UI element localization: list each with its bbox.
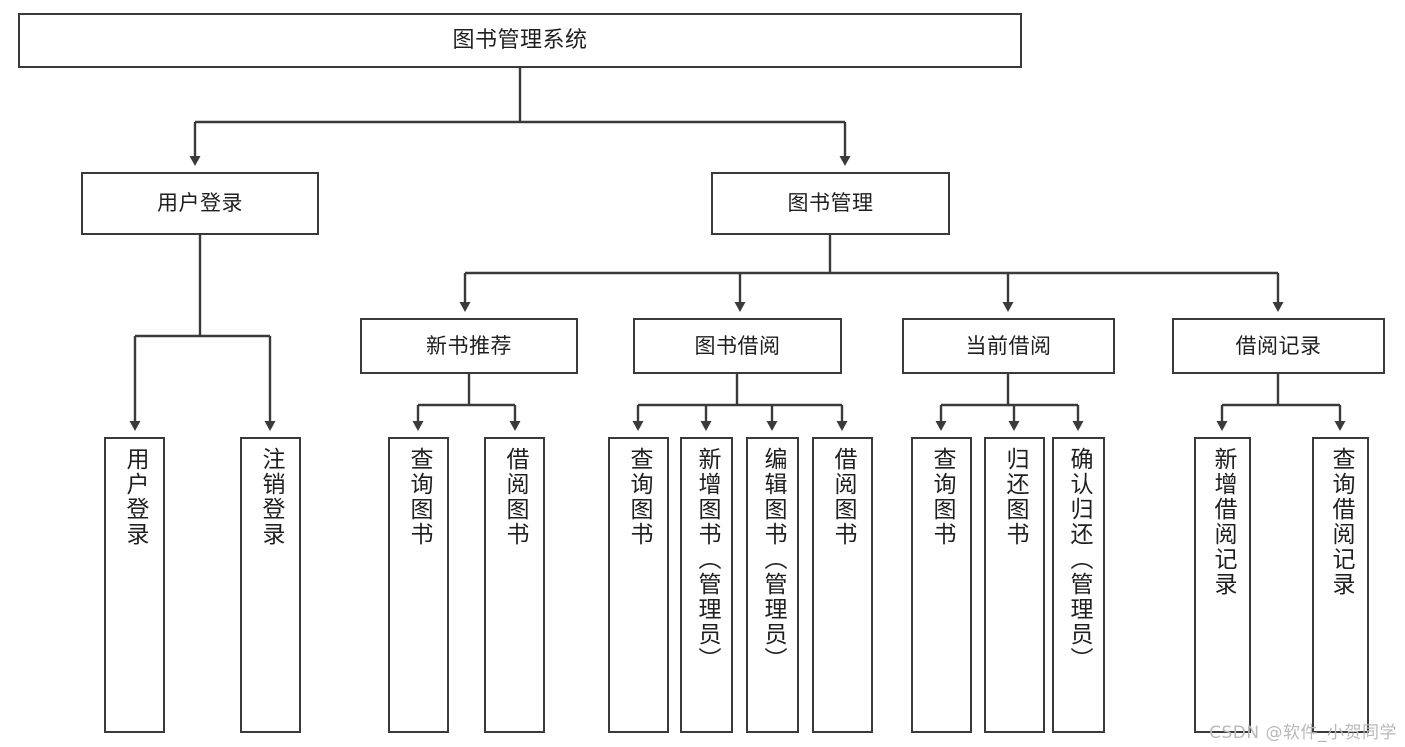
node-leaf-query-book-1-label: 查询图书	[406, 447, 432, 547]
node-book-borrow-label: 图书借阅	[694, 333, 781, 358]
csdn-watermark: CSDN @软件_小贺同学	[1209, 723, 1397, 743]
node-root-label: 图书管理系统	[452, 27, 588, 53]
node-leaf-return-book-label: 归还图书	[1002, 447, 1028, 547]
node-leaf-return-book[interactable]: 归还图书	[984, 437, 1045, 733]
node-leaf-user-login-label: 用户登录	[122, 447, 148, 547]
node-leaf-borrow-book-1[interactable]: 借阅图书	[484, 437, 545, 733]
node-leaf-user-login[interactable]: 用户登录	[104, 437, 165, 733]
node-borrow-record[interactable]: 借阅记录	[1172, 318, 1385, 374]
node-leaf-user-logout[interactable]: 注销登录	[240, 437, 301, 733]
node-leaf-add-record[interactable]: 新增借阅记录	[1194, 437, 1251, 733]
node-current-borrow-label: 当前借阅	[965, 333, 1052, 358]
node-book-borrow[interactable]: 图书借阅	[633, 318, 842, 374]
node-leaf-borrow-book-1-label: 借阅图书	[502, 447, 528, 547]
node-user-login[interactable]: 用户登录	[81, 172, 319, 235]
node-leaf-edit-book[interactable]: 编辑图书（管理员）	[746, 437, 799, 733]
node-new-book-recommend-label: 新书推荐	[426, 333, 512, 358]
node-user-login-label: 用户登录	[157, 191, 243, 216]
node-leaf-query-book-2-label: 查询图书	[626, 447, 652, 547]
node-leaf-query-book-1[interactable]: 查询图书	[388, 437, 449, 733]
node-new-book-recommend[interactable]: 新书推荐	[360, 318, 578, 374]
node-leaf-edit-book-label: 编辑图书（管理员）	[760, 447, 786, 672]
node-leaf-add-book-label: 新增图书（管理员）	[694, 447, 720, 672]
node-book-management[interactable]: 图书管理	[711, 172, 950, 235]
node-leaf-query-book-3-label: 查询图书	[929, 447, 955, 547]
node-leaf-confirm-return[interactable]: 确认归还（管理员）	[1052, 437, 1105, 733]
node-leaf-add-record-label: 新增借阅记录	[1210, 447, 1236, 597]
node-current-borrow[interactable]: 当前借阅	[902, 318, 1115, 374]
node-leaf-confirm-return-label: 确认归还（管理员）	[1066, 447, 1092, 672]
node-borrow-record-label: 借阅记录	[1235, 333, 1322, 358]
node-leaf-query-book-2[interactable]: 查询图书	[608, 437, 669, 733]
node-leaf-query-record[interactable]: 查询借阅记录	[1312, 437, 1369, 733]
node-leaf-query-record-label: 查询借阅记录	[1328, 447, 1354, 597]
node-book-management-label: 图书管理	[787, 191, 874, 216]
node-leaf-query-book-3[interactable]: 查询图书	[911, 437, 972, 733]
node-root[interactable]: 图书管理系统	[18, 13, 1022, 68]
node-leaf-add-book[interactable]: 新增图书（管理员）	[680, 437, 733, 733]
node-leaf-user-logout-label: 注销登录	[258, 447, 284, 547]
node-leaf-borrow-book-2-label: 借阅图书	[830, 447, 856, 547]
node-leaf-borrow-book-2[interactable]: 借阅图书	[812, 437, 873, 733]
